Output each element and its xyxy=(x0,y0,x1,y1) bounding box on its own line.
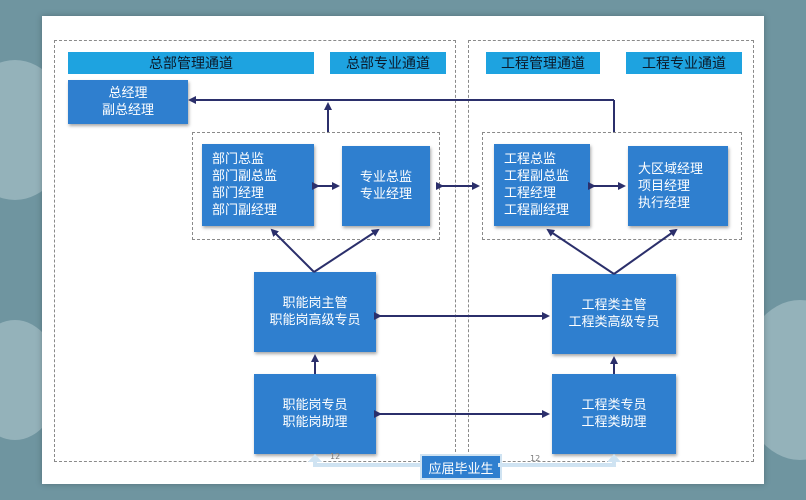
box-line: 工程副经理 xyxy=(504,203,570,218)
diagram-slide: 总部管理通道 总部专业通道 工程管理通道 工程专业通道 总经理 副总经理 部门总… xyxy=(42,16,764,484)
box-regional-manager: 大区域经理 项目经理 执行经理 xyxy=(628,146,728,226)
box-functional-staff: 职能岗专员 职能岗助理 xyxy=(254,374,376,454)
eng-senior-group xyxy=(482,132,742,240)
box-line: 工程经理 xyxy=(504,186,557,201)
box-line: 项目经理 xyxy=(638,178,691,194)
box-line: 职能岗主管 xyxy=(282,296,348,311)
box-line: 大区域经理 xyxy=(638,161,704,177)
box-line: 工程类高级专员 xyxy=(568,315,660,330)
page-number-right: 12 xyxy=(530,454,541,463)
box-line: 工程类主管 xyxy=(581,298,647,313)
box-line: 部门经理 xyxy=(212,186,265,201)
box-line: 工程副总监 xyxy=(504,169,570,184)
box-engineering-supervisor: 工程类主管 工程类高级专员 xyxy=(552,274,676,354)
arrow-func-to-dept xyxy=(270,228,315,273)
graduate-arrow-left xyxy=(308,454,322,462)
arrow-eng-to-dir xyxy=(546,228,615,275)
box-engineering-director: 工程总监 工程副总监 工程经理 工程副经理 xyxy=(494,144,590,226)
box-line: 工程类助理 xyxy=(581,415,647,430)
connector-lines xyxy=(188,96,678,467)
header-hq-professional: 总部专业通道 xyxy=(330,52,446,74)
box-line: 职能岗专员 xyxy=(282,398,348,413)
box-engineering-staff: 工程类专员 工程类助理 xyxy=(552,374,676,454)
box-line: 总经理 xyxy=(108,86,148,101)
arrow-func-to-pro xyxy=(313,228,380,273)
box-general-manager: 总经理 副总经理 xyxy=(68,80,188,124)
box-functional-supervisor: 职能岗主管 职能岗高级专员 xyxy=(254,272,376,352)
box-graduates: 应届毕业生 xyxy=(420,454,502,480)
box-line: 执行经理 xyxy=(638,195,691,211)
box-line: 副总经理 xyxy=(101,103,154,118)
box-line: 部门总监 xyxy=(212,152,265,167)
header-eng-management: 工程管理通道 xyxy=(486,52,600,74)
box-line: 工程类专员 xyxy=(581,398,647,413)
arrow-eng-to-region xyxy=(613,228,678,275)
headquarters-zone xyxy=(54,40,456,462)
header-eng-professional: 工程专业通道 xyxy=(626,52,742,74)
box-line: 部门副总监 xyxy=(212,169,278,184)
header-hq-management: 总部管理通道 xyxy=(68,52,314,74)
graduate-line-right xyxy=(498,460,616,467)
box-line: 专业总监 xyxy=(359,170,412,185)
box-line: 职能岗高级专员 xyxy=(269,313,361,328)
box-line: 工程总监 xyxy=(504,152,557,167)
graduate-line-left xyxy=(313,460,420,467)
box-department: 部门总监 部门副总监 部门经理 部门副经理 xyxy=(202,144,314,226)
box-line: 职能岗助理 xyxy=(282,415,348,430)
box-professional-director: 专业总监 专业经理 xyxy=(342,146,430,226)
graduate-arrow-right xyxy=(607,454,621,462)
page-number-left: 12 xyxy=(330,452,341,461)
box-line: 部门副经理 xyxy=(212,203,278,218)
box-line: 专业经理 xyxy=(359,187,412,202)
